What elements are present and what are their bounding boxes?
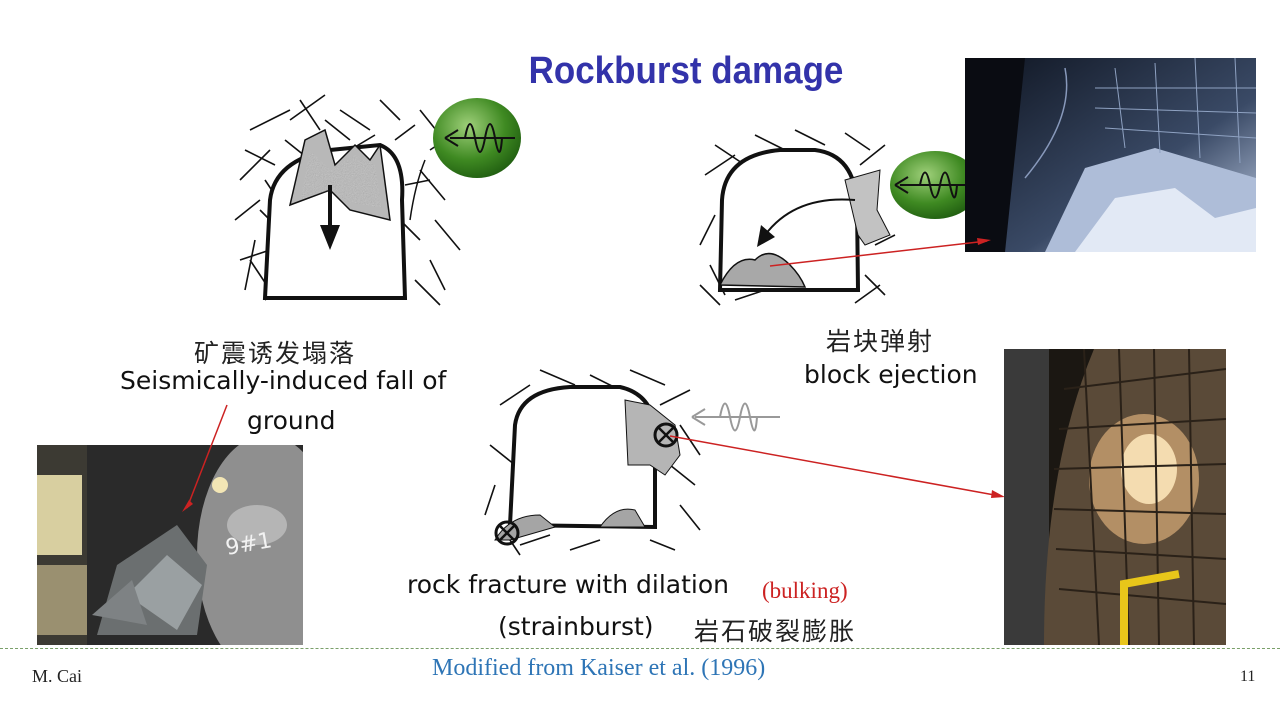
block-ejection-label-cn: 岩块弹射 bbox=[826, 327, 935, 356]
strainburst-label-en-line1: rock fracture with dilation bbox=[407, 570, 729, 599]
strainburst-diagram bbox=[484, 369, 780, 556]
fall-of-ground-label-en-line2: ground bbox=[247, 406, 336, 435]
footer-divider bbox=[0, 648, 1280, 649]
fall-of-ground-label-cn: 矿震诱发塌落 bbox=[194, 339, 357, 368]
block-ejection-pointer bbox=[769, 238, 991, 267]
strainburst-label-en-line2: (strainburst) bbox=[498, 612, 654, 641]
slide-title: Rockburst damage bbox=[528, 50, 844, 92]
author: M. Cai bbox=[32, 666, 83, 686]
block-ejection-diagram bbox=[699, 129, 980, 306]
source-citation: Modified from Kaiser et al. (1996) bbox=[432, 655, 766, 681]
fall-of-ground-photo: 9#1 bbox=[37, 445, 303, 645]
page-number: 11 bbox=[1240, 668, 1256, 685]
block-ejection-photo bbox=[965, 58, 1256, 252]
strainburst-photo bbox=[1004, 349, 1226, 645]
strainburst-label-cn: 岩石破裂膨胀 bbox=[694, 617, 857, 646]
fall-of-ground-diagram bbox=[234, 94, 521, 306]
strainburst-label-bulking: (bulking) bbox=[762, 578, 848, 603]
fall-of-ground-pointer bbox=[182, 404, 228, 512]
strainburst-pointer bbox=[669, 435, 1005, 498]
block-ejection-label-en: block ejection bbox=[804, 360, 978, 389]
fall-of-ground-label-en-line1: Seismically-induced fall of bbox=[120, 366, 447, 395]
